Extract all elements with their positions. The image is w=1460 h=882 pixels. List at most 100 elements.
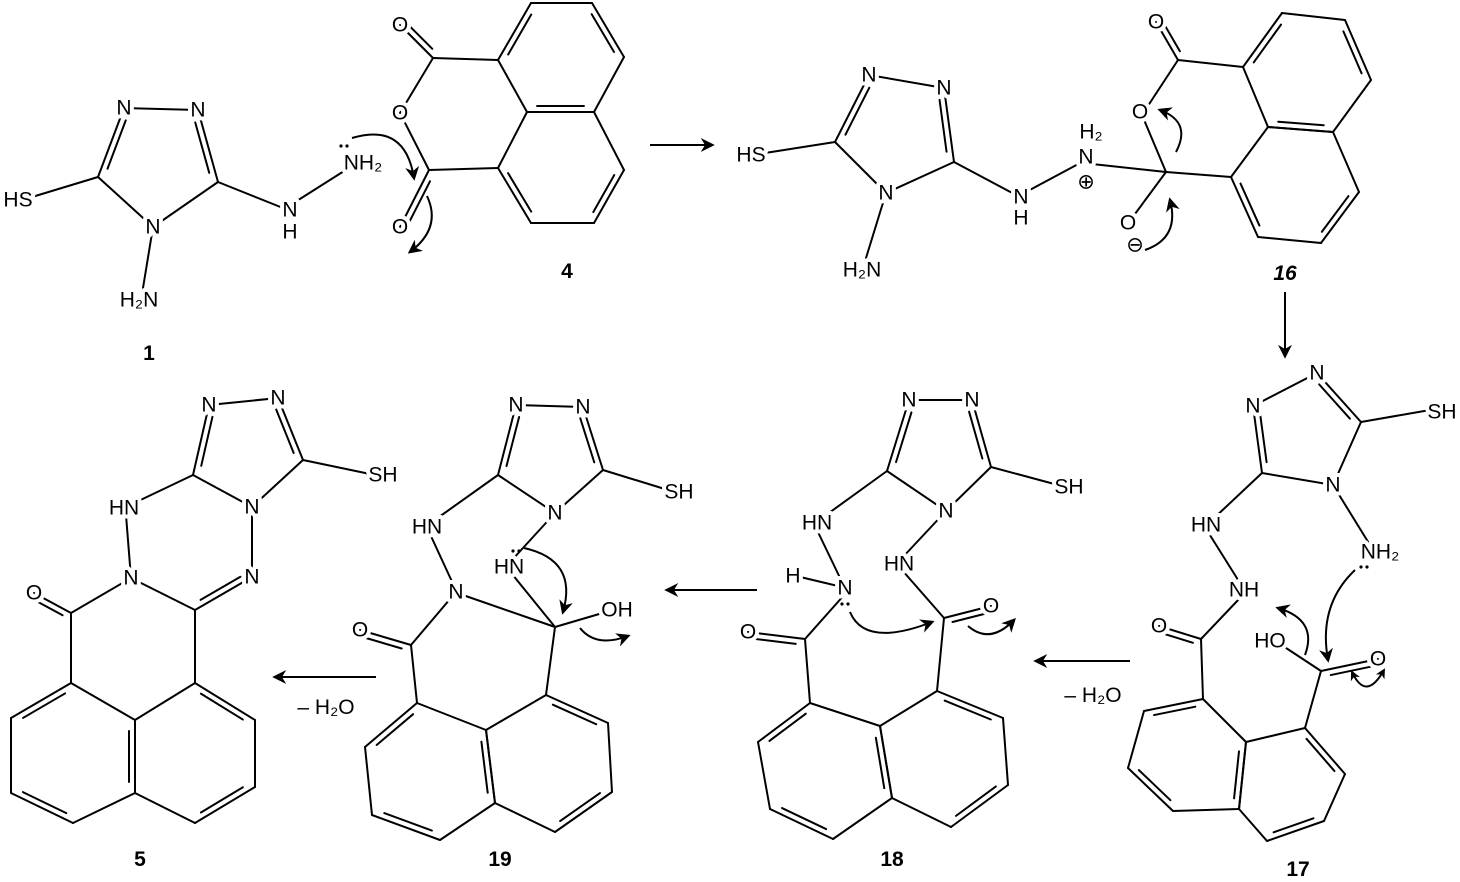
single-bond	[1131, 171, 1167, 219]
single-bond	[1304, 670, 1322, 729]
single-bond	[795, 575, 839, 587]
double-bond	[1155, 21, 1179, 61]
ring-bond	[545, 694, 609, 724]
double-bond-line	[943, 699, 992, 721]
ring-bond	[1127, 710, 1145, 769]
single-bond	[1200, 638, 1204, 700]
atom-label: H₂N	[120, 289, 158, 312]
atom-label: HN	[109, 497, 139, 520]
double-bond	[192, 404, 210, 476]
single-bond	[554, 611, 607, 628]
atom-label: HN	[802, 512, 832, 535]
atom-label: H₂	[1079, 121, 1102, 144]
atom-label: N	[244, 566, 259, 589]
double-bond	[582, 406, 604, 471]
atom-label: N	[201, 394, 216, 417]
double-bond-line	[874, 736, 886, 790]
single-bond	[399, 57, 434, 114]
atom-label: O	[983, 595, 999, 618]
lone-pair-dots	[339, 144, 1369, 606]
curved-arrow-icon	[967, 617, 1016, 636]
single-bond	[1279, 643, 1322, 672]
curved-arrow-icon	[407, 195, 433, 254]
single-bond	[901, 569, 945, 619]
compound-label-5: 5	[134, 848, 146, 871]
double-bond-line	[1318, 383, 1351, 420]
single-bond	[291, 165, 353, 205]
single-bond	[602, 469, 669, 491]
atom-label: H	[282, 221, 297, 244]
step-condition-19-to-5: – H₂O	[297, 696, 354, 719]
atom-label: NH₂	[344, 152, 382, 175]
double-bond-line	[1252, 23, 1283, 64]
single-bond	[936, 617, 945, 692]
single-bond	[816, 529, 843, 583]
ring-bond	[1257, 236, 1322, 244]
atom-label: N	[190, 99, 205, 122]
ring-bond	[879, 725, 893, 799]
ring-bond	[497, 167, 532, 224]
atom-label: H	[1013, 207, 1028, 230]
ring-bond	[1304, 727, 1346, 775]
atom-label: N	[1309, 362, 1324, 385]
single-bond	[432, 57, 499, 61]
ring-bond	[497, 111, 528, 169]
ring-bond	[416, 702, 487, 731]
single-bond	[764, 141, 836, 154]
double-bond-line	[200, 415, 214, 467]
atom-label: SH	[368, 464, 397, 487]
single-bond	[428, 167, 499, 171]
single-bond	[885, 161, 955, 194]
double-bond	[33, 592, 72, 614]
single-bond	[410, 591, 457, 646]
ring-bond	[497, 59, 528, 113]
ring-bond	[554, 791, 613, 833]
curved-arrow-icon	[351, 133, 420, 181]
double-bond-line	[199, 786, 244, 814]
single-bond	[251, 459, 304, 508]
reaction-arrows	[272, 138, 1292, 684]
ring-bond	[194, 682, 256, 721]
atom-label: N	[508, 394, 523, 417]
charge-icon: ⊕	[1077, 171, 1095, 194]
atom-label: N	[1013, 186, 1028, 209]
curved-arrow-icon	[1275, 604, 1310, 656]
double-bond-line	[1329, 665, 1372, 677]
single-bond	[125, 514, 132, 579]
atom-label: SH	[1054, 476, 1083, 499]
double-bond-line	[1342, 30, 1363, 75]
double-bond	[1158, 625, 1202, 640]
single-bond	[459, 593, 556, 628]
atom-label: SH	[1427, 401, 1456, 424]
ring-bond	[364, 746, 373, 816]
curved-arrow-icon	[1350, 668, 1385, 688]
single-bond	[1252, 372, 1318, 407]
ring-bond	[10, 682, 72, 719]
double-bond-line	[844, 86, 871, 136]
double-bond-line	[364, 637, 403, 650]
double-bond-line	[590, 13, 616, 53]
single-bond	[1165, 171, 1232, 178]
atom-label: N	[861, 64, 876, 87]
ring-bond	[757, 702, 811, 743]
single-bond	[545, 626, 556, 696]
atom-label: OH	[601, 599, 633, 622]
single-bond	[429, 533, 455, 587]
double-bond-line	[275, 408, 295, 454]
double-bond-line	[1162, 632, 1194, 644]
double-bond	[97, 107, 125, 178]
ring-bond	[1242, 12, 1283, 68]
ring-bond	[1281, 12, 1346, 21]
curved-arrow-icon	[849, 611, 935, 634]
atom-label: N	[964, 389, 979, 412]
single-bond	[945, 466, 992, 512]
single-bond	[511, 573, 556, 628]
compound-label-4: 4	[561, 260, 573, 283]
single-bond	[410, 644, 418, 704]
atom-label: HN	[1191, 514, 1221, 537]
ring-bond	[1238, 808, 1268, 842]
double-bond-line	[507, 172, 533, 213]
ring-bond	[72, 792, 136, 824]
compound-label-19: 19	[488, 848, 511, 871]
